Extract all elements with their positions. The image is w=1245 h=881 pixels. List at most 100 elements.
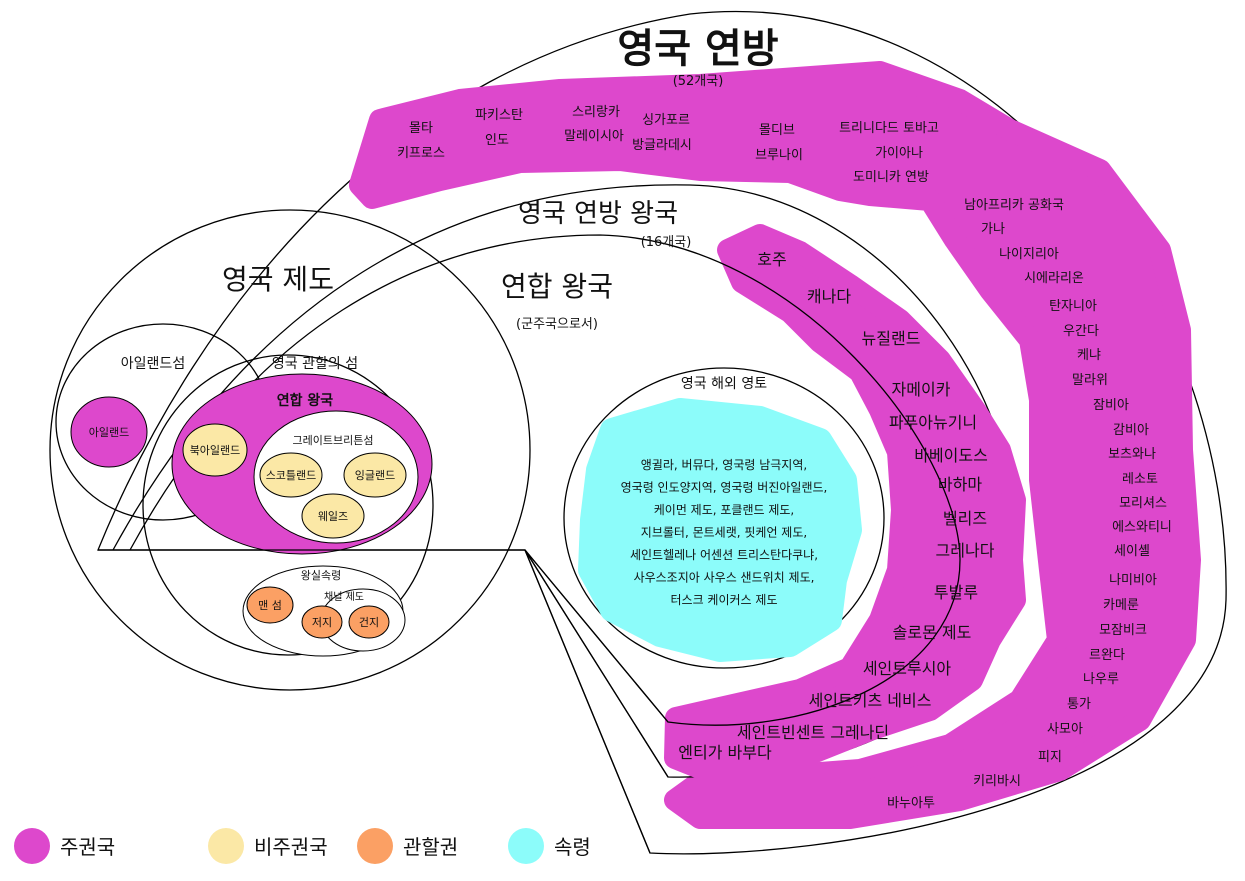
scotland-label: 스코틀랜드	[266, 469, 317, 482]
legend-label: 속령	[554, 835, 591, 859]
commonwealth-member: 싱가포르	[642, 113, 690, 128]
british-isles-title: 영국 제도	[222, 263, 334, 296]
legend-swatch	[208, 828, 244, 864]
commonwealth-member: 가이아나	[875, 146, 923, 161]
overseas-territory-line: 사우스조지아 사우스 샌드위치 제도,	[634, 571, 815, 585]
realm-member: 세인트키츠 네비스	[809, 691, 932, 710]
commonwealth-member: 키리바시	[973, 774, 1021, 789]
ireland-label: 아일랜드	[89, 425, 129, 439]
legend-swatch	[14, 828, 50, 864]
crown-islands-label: 영국 관할의 섬	[272, 356, 358, 372]
commonwealth-member: 레소토	[1122, 472, 1158, 487]
commonwealth-member: 인도	[485, 133, 509, 148]
legend-label: 주권국	[60, 835, 115, 859]
realm-member: 바하마	[938, 475, 982, 494]
scotland-node	[259, 452, 323, 498]
jersey-label: 저지	[312, 616, 332, 629]
commonwealth-member: 케냐	[1077, 348, 1101, 363]
legend-label: 관할권	[403, 835, 458, 859]
realm-member: 투발루	[934, 583, 978, 602]
commonwealth-member: 피지	[1038, 750, 1062, 765]
realm-member: 엔티가 바부다	[678, 743, 772, 762]
commonwealth-member: 시에라리온	[1024, 271, 1084, 286]
isle-of-man-node	[246, 586, 294, 624]
england-node	[343, 452, 407, 498]
legend-swatch	[357, 828, 393, 864]
realm-member: 그레나다	[936, 541, 995, 560]
uk-label: 연합 왕국	[277, 392, 334, 409]
overseas-territory-line: 세인트헬레나 어센션 트리스탄다쿠냐,	[630, 548, 818, 562]
fan-lines	[524, 549, 669, 854]
commonwealth-member: 우간다	[1063, 324, 1099, 339]
wales-label: 웨일즈	[318, 509, 348, 523]
commonwealth-member: 보츠와나	[1108, 447, 1156, 462]
uk-monarchy-title: 연합 왕국	[501, 270, 613, 303]
commonwealth-member: 탄자니아	[1049, 299, 1097, 314]
commonwealth-count: (52개국)	[673, 74, 724, 89]
commonwealth-member: 파키스탄	[475, 108, 523, 123]
ireland-island-label: 아일랜드섬	[121, 356, 185, 372]
overseas-label: 영국 해외 영토	[681, 376, 767, 392]
overseas-territory-line: 케이먼 제도, 포클랜드 제도,	[654, 503, 795, 517]
commonwealth-member: 나미비아	[1109, 573, 1157, 588]
overseas-territory-line: 앵귈라, 버뮤다, 영국령 남극지역,	[641, 458, 807, 472]
commonwealth-member: 잠비아	[1093, 398, 1129, 413]
crown-islands-circle	[142, 354, 434, 656]
isle-of-man-label: 맨 섬	[258, 599, 282, 612]
commonwealth-member: 몰타	[409, 121, 433, 136]
commonwealth-member: 모리셔스	[1119, 496, 1167, 511]
commonwealth-member: 브루나이	[755, 148, 803, 163]
british-isles-circle	[49, 209, 531, 691]
commonwealth-member: 말라위	[1072, 373, 1108, 388]
commonwealth-member: 모잠비크	[1099, 623, 1147, 638]
legend-label: 비주권국	[254, 835, 328, 859]
commonwealth-title: 영국 연방	[617, 26, 778, 72]
commonwealth-member: 나이지리아	[999, 247, 1059, 262]
commonwealth-member: 나우루	[1083, 672, 1119, 687]
commonwealth-member: 트리니다드 토바고	[839, 121, 939, 136]
great-britain-label: 그레이트브리튼섬	[293, 434, 374, 447]
commonwealth-member: 감비아	[1113, 423, 1149, 438]
northern-ireland-label: 북아일랜드	[190, 443, 241, 457]
guernsey-node	[348, 605, 390, 639]
realm-member: 벨리즈	[943, 509, 987, 528]
commonwealth-member: 방글라데시	[632, 138, 692, 153]
realms-count: (16개국)	[641, 235, 692, 250]
overseas-territory-line: 지브롤터, 몬트세랫, 핏케언 제도,	[641, 526, 807, 540]
realms-band	[664, 224, 1026, 779]
commonwealth-member: 사모아	[1047, 722, 1083, 737]
northern-ireland-node	[182, 423, 248, 477]
commonwealth-member: 스리랑카	[572, 105, 620, 120]
commonwealth-member: 에스와티니	[1112, 520, 1172, 535]
realm-member: 자메이카	[892, 380, 951, 399]
realm-member: 파푸아뉴기니	[889, 413, 977, 432]
commonwealth-member: 르완다	[1089, 648, 1125, 663]
commonwealth-member: 바누아투	[887, 796, 935, 811]
realm-member: 솔로몬 제도	[893, 623, 972, 642]
realm-member: 세인트루시아	[863, 659, 952, 678]
wales-node	[301, 493, 365, 539]
commonwealth-member: 카메룬	[1103, 598, 1139, 613]
realm-member: 호주	[757, 250, 786, 269]
commonwealth-band	[349, 61, 1201, 829]
commonwealth-member: 키프로스	[397, 146, 445, 161]
guernsey-label: 건지	[359, 616, 379, 629]
realm-member: 바베이도스	[914, 446, 988, 465]
commonwealth-member: 통가	[1067, 697, 1091, 712]
england-label: 잉글랜드	[355, 469, 395, 482]
commonwealth-member: 몰디브	[759, 123, 795, 138]
great-britain-ellipse	[253, 410, 419, 544]
commonwealth-member: 가나	[981, 222, 1005, 237]
uk-monarchy-sub: (군주국으로서)	[516, 317, 598, 332]
legend-swatch	[508, 828, 544, 864]
commonwealth-member: 남아프리카 공화국	[964, 198, 1064, 213]
crown-dependencies-label: 왕실속령	[301, 569, 341, 582]
realm-member: 캐나다	[807, 287, 851, 306]
overseas-cloud	[578, 398, 862, 662]
uk-monarchy-boundary	[98, 234, 961, 726]
overseas-circle	[563, 367, 885, 669]
realm-member: 뉴질랜드	[862, 329, 921, 348]
commonwealth-member: 도미니카 연방	[853, 170, 929, 185]
commonwealth-member: 말레이시아	[564, 129, 624, 144]
